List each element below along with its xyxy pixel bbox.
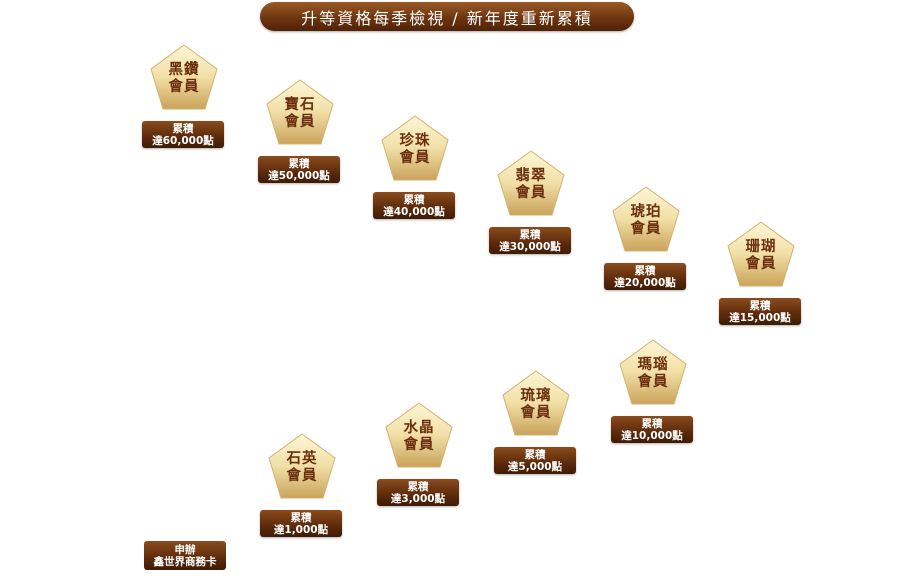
tier-requirement-plate: 累積 達30,000點 — [489, 227, 571, 254]
tier-name: 石英 會員 — [268, 451, 336, 485]
requirement-label: 累積 — [290, 512, 312, 524]
tier-name-line1: 翡翠 — [515, 168, 547, 184]
pentagon-badge-icon — [502, 370, 570, 436]
requirement-points: 達3,000點 — [390, 493, 446, 505]
tier-requirement-plate: 累積 達1,000點 — [260, 510, 342, 537]
tier-name-line1: 水晶 — [403, 420, 435, 436]
tier-name: 水晶 會員 — [385, 420, 453, 454]
tier-name-line2: 會員 — [168, 79, 200, 95]
requirement-points: 達50,000點 — [268, 170, 330, 182]
tier-requirement-plate: 累積 達15,000點 — [719, 298, 801, 325]
tier-name-line2: 會員 — [286, 468, 318, 484]
tier-name-line2: 會員 — [745, 256, 777, 272]
tier-name: 琥珀 會員 — [612, 204, 680, 238]
tier-requirement-plate: 累積 達40,000點 — [373, 192, 455, 219]
pentagon-badge-icon — [150, 44, 218, 110]
tier-name: 琉璃 會員 — [502, 388, 570, 422]
tier-name: 翡翠 會員 — [497, 168, 565, 202]
requirement-points: 達40,000點 — [383, 206, 445, 218]
tier-name-line1: 珊瑚 — [745, 239, 777, 255]
tier-requirement-plate: 累積 達10,000點 — [611, 416, 693, 443]
tier-requirement-plate: 累積 達3,000點 — [377, 479, 459, 506]
tier-name-line1: 琉璃 — [520, 388, 552, 404]
requirement-points: 達15,000點 — [729, 312, 791, 324]
tier-name-line2: 會員 — [284, 114, 316, 130]
requirement-label: 累積 — [524, 449, 546, 461]
tier-name-line1: 瑪瑙 — [637, 357, 669, 373]
tier-name-line1: 石英 — [286, 451, 318, 467]
tier-requirement-plate: 累積 達5,000點 — [494, 447, 576, 474]
requirement-points: 達20,000點 — [614, 277, 676, 289]
apply-card-plate: 申辦 鑫世界商務卡 — [144, 541, 226, 570]
tier-name-line2: 會員 — [515, 185, 547, 201]
pentagon-badge-icon — [727, 221, 795, 287]
requirement-label: 累積 — [172, 123, 194, 135]
pentagon-badge-icon — [266, 79, 334, 145]
tier-name-line2: 會員 — [403, 437, 435, 453]
tier-requirement-plate: 累積 達60,000點 — [142, 121, 224, 148]
pentagon-badge-icon — [497, 150, 565, 216]
banner-title: 升等資格每季檢視 / 新年度重新累積 — [301, 8, 593, 28]
requirement-label: 累積 — [519, 229, 541, 241]
tier-requirement-plate: 累積 達20,000點 — [604, 263, 686, 290]
pentagon-badge-icon — [385, 402, 453, 468]
tier-name-line2: 會員 — [637, 374, 669, 390]
requirement-label: 累積 — [634, 265, 656, 277]
requirement-label: 累積 — [288, 158, 310, 170]
requirement-label: 累積 — [641, 418, 663, 430]
requirement-points: 達30,000點 — [499, 241, 561, 253]
tier-name: 寶石 會員 — [266, 97, 334, 131]
tier-name-line1: 琥珀 — [630, 204, 662, 220]
requirement-label: 累積 — [749, 300, 771, 312]
tier-name-line2: 會員 — [399, 150, 431, 166]
tier-name: 珍珠 會員 — [381, 133, 449, 167]
pentagon-badge-icon — [268, 433, 336, 499]
tier-name-line1: 珍珠 — [399, 133, 431, 149]
tier-name: 瑪瑙 會員 — [619, 357, 687, 391]
pentagon-badge-icon — [619, 339, 687, 405]
requirement-points: 達60,000點 — [152, 135, 214, 147]
tier-name-line1: 寶石 — [284, 97, 316, 113]
requirement-label: 累積 — [403, 194, 425, 206]
apply-card-name: 鑫世界商務卡 — [153, 556, 217, 568]
requirement-points: 達1,000點 — [273, 524, 329, 536]
tier-name: 珊瑚 會員 — [727, 239, 795, 273]
pentagon-badge-icon — [381, 115, 449, 181]
requirement-label: 累積 — [407, 481, 429, 493]
page-banner: 升等資格每季檢視 / 新年度重新累積 — [260, 2, 634, 31]
apply-card-label: 申辦 — [174, 544, 196, 556]
pentagon-badge-icon — [612, 186, 680, 252]
requirement-points: 達5,000點 — [507, 461, 563, 473]
tier-name-line2: 會員 — [520, 405, 552, 421]
tier-name-line1: 黑鑽 — [168, 62, 200, 78]
tier-name: 黑鑽 會員 — [150, 62, 218, 96]
tier-name-line2: 會員 — [630, 221, 662, 237]
requirement-points: 達10,000點 — [621, 430, 683, 442]
tier-requirement-plate: 累積 達50,000點 — [258, 156, 340, 183]
